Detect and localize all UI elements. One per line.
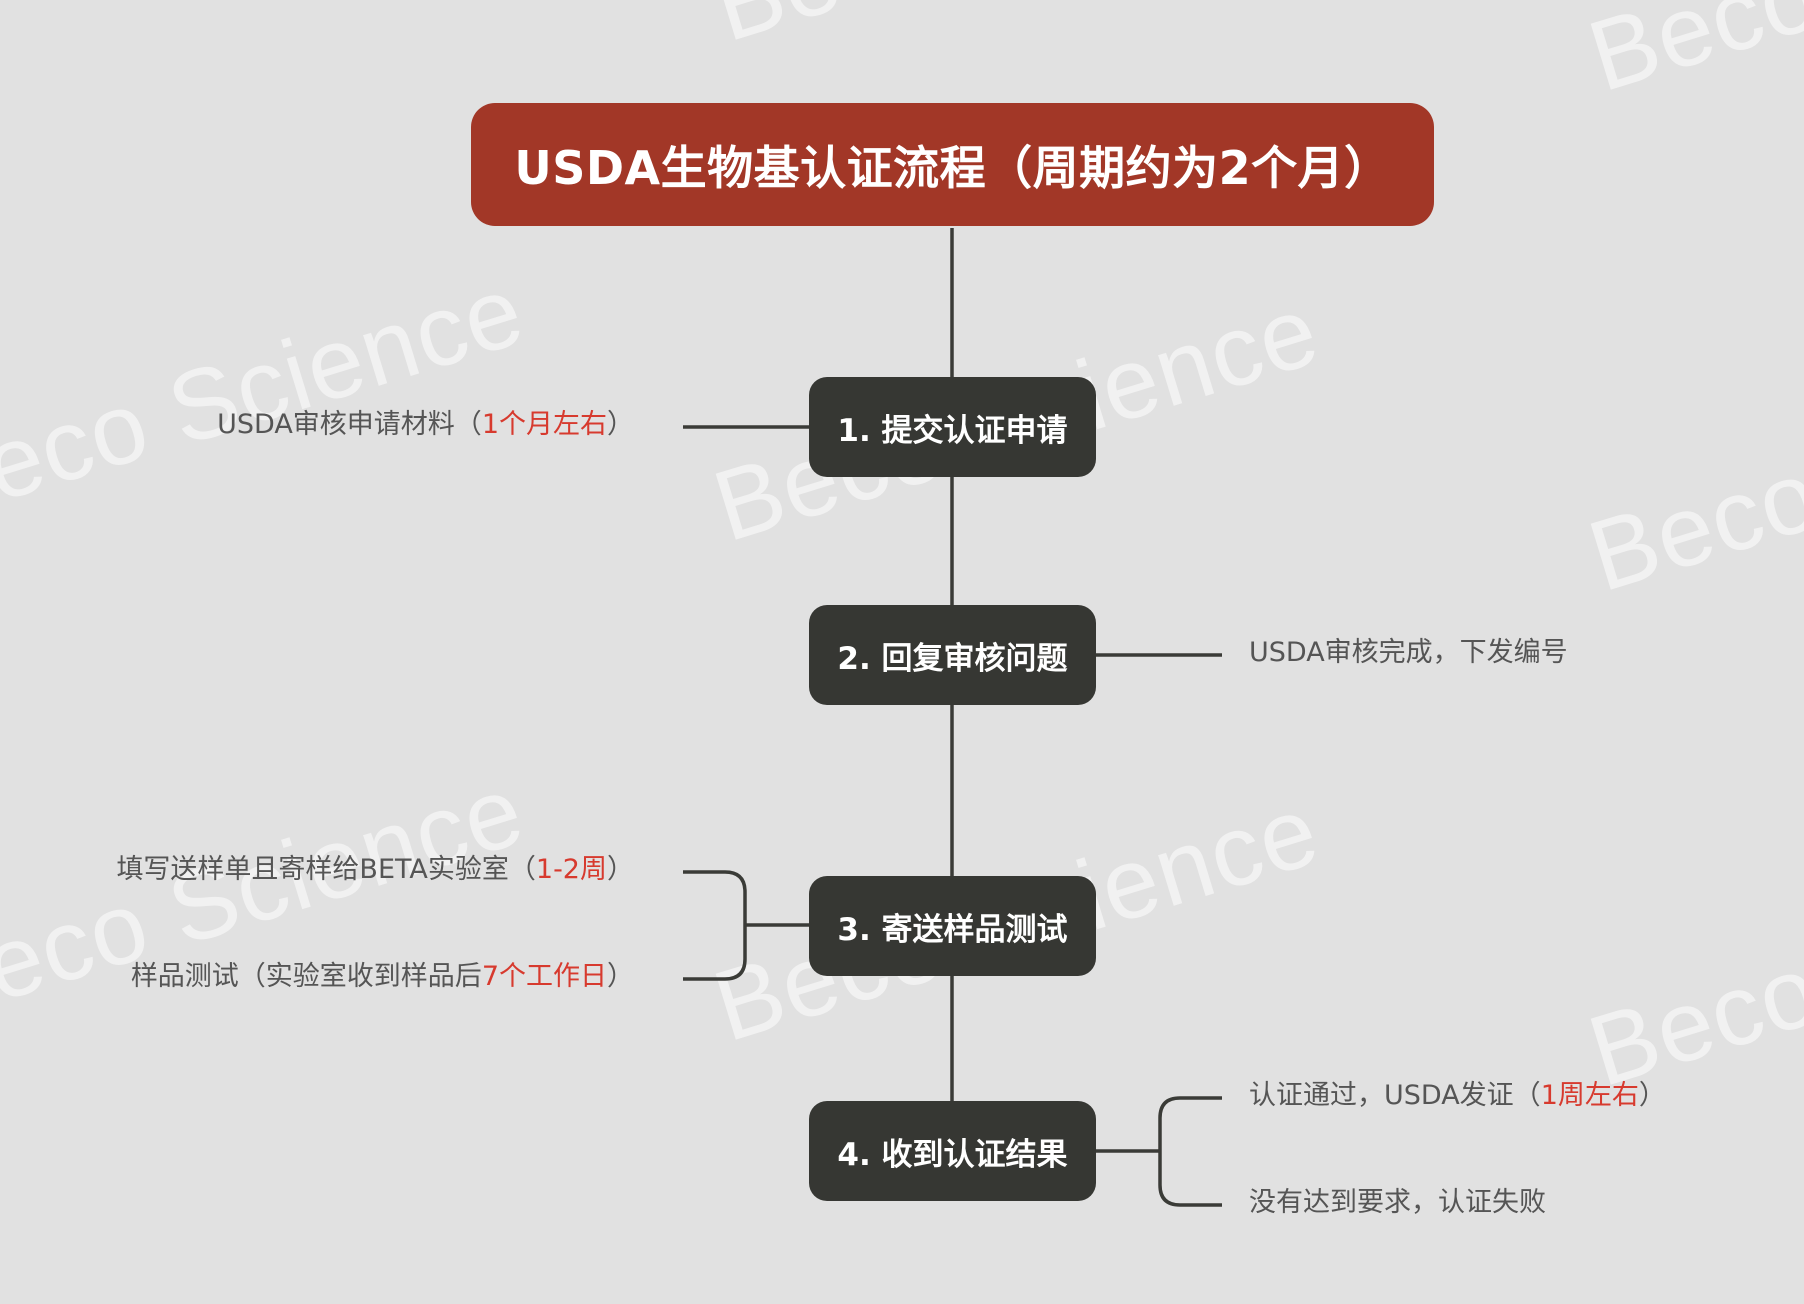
step-3-note-2: 样品测试（实验室收到样品后7个工作日） bbox=[131, 959, 634, 995]
note-suffix: ） bbox=[1638, 1080, 1666, 1111]
note-text: 认证通过，USDA发证（ bbox=[1249, 1080, 1541, 1111]
step-4-note-1: 认证通过，USDA发证（1周左右） bbox=[1249, 1078, 1666, 1114]
step-1-node: 1. 提交认证申请 bbox=[809, 377, 1096, 477]
page-title-text: USDA生物基认证流程（周期约为2个月） bbox=[514, 140, 1391, 195]
step-1-label: 1. 提交认证申请 bbox=[837, 412, 1068, 449]
step-1-note: USDA审核申请材料（1个月左右） bbox=[217, 407, 634, 443]
note-highlight: 1-2周 bbox=[535, 854, 607, 885]
note-suffix: ） bbox=[607, 409, 634, 440]
step-3-node: 3. 寄送样品测试 bbox=[809, 876, 1096, 976]
note-text: USDA审核申请材料（ bbox=[217, 409, 482, 440]
page-title: USDA生物基认证流程（周期约为2个月） bbox=[471, 103, 1434, 226]
note-highlight: 1周左右 bbox=[1540, 1080, 1639, 1111]
note-text: 样品测试（实验室收到样品后 bbox=[130, 961, 482, 992]
note-text: USDA审核完成，下发编号 bbox=[1249, 637, 1568, 668]
step-4-label: 4. 收到认证结果 bbox=[837, 1136, 1068, 1173]
bracket-step3 bbox=[683, 870, 747, 981]
step-2-note: USDA审核完成，下发编号 bbox=[1249, 635, 1568, 671]
note-highlight: 7个工作日 bbox=[481, 961, 607, 992]
step-3-note-1: 填写送样单且寄样给BETA实验室（1-2周） bbox=[116, 852, 634, 888]
note-highlight: 1个月左右 bbox=[481, 409, 607, 440]
bracket-step4 bbox=[1158, 1096, 1222, 1207]
step-2-label: 2. 回复审核问题 bbox=[837, 640, 1068, 677]
step-4-node: 4. 收到认证结果 bbox=[809, 1101, 1096, 1201]
note-text: 没有达到要求，认证失败 bbox=[1249, 1187, 1546, 1218]
step-3-label: 3. 寄送样品测试 bbox=[837, 911, 1068, 948]
note-suffix: ） bbox=[607, 854, 634, 885]
step-2-node: 2. 回复审核问题 bbox=[809, 605, 1096, 705]
note-suffix: ） bbox=[607, 961, 634, 992]
note-text: 填写送样单且寄样给BETA实验室（ bbox=[116, 854, 536, 885]
step-4-note-2: 没有达到要求，认证失败 bbox=[1249, 1185, 1546, 1221]
